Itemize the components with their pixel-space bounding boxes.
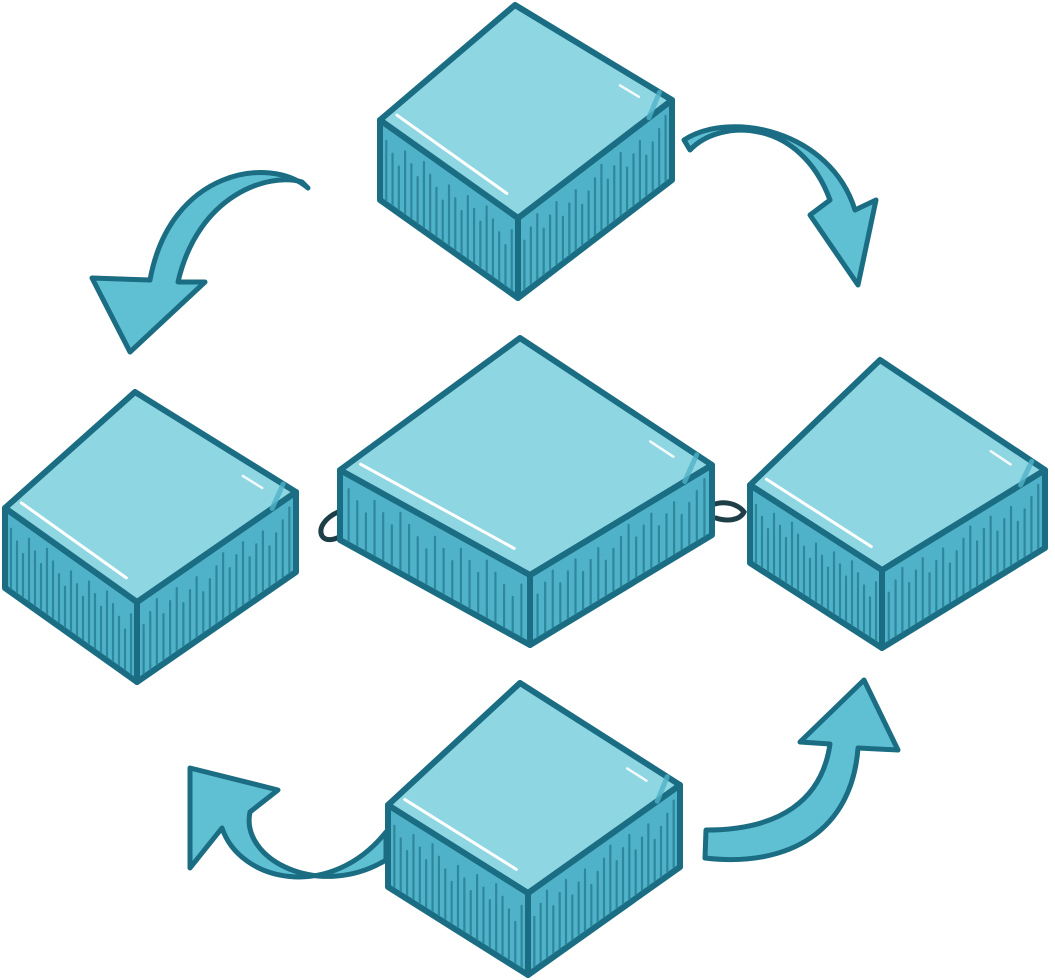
connector-center-right: [712, 503, 744, 520]
arrow-top-to-right: [684, 127, 876, 285]
arrow-top-to-left: [92, 173, 308, 352]
arrow-bottom-to-right: [705, 680, 898, 860]
arrow-bottom-to-left: [190, 768, 386, 877]
block-bottom: [388, 683, 680, 975]
block-top: [380, 5, 672, 298]
block-center: [340, 338, 712, 645]
block-left: [5, 392, 296, 682]
block-right: [750, 360, 1045, 648]
